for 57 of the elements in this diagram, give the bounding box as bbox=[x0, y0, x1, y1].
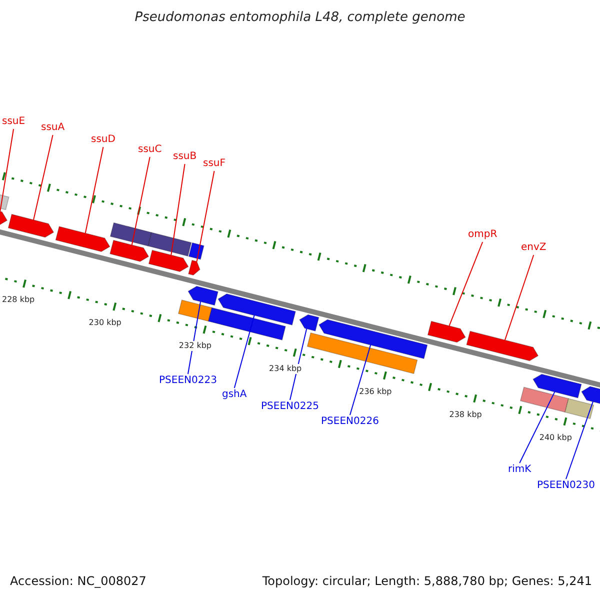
gene-label: ssuB bbox=[173, 151, 197, 163]
leader-line bbox=[234, 314, 255, 388]
gene-label: PSEEN0223 bbox=[159, 375, 217, 387]
accession-text: Accession: NC_008027 bbox=[10, 574, 146, 588]
gene-label: gshA bbox=[222, 389, 247, 401]
leader-line bbox=[448, 242, 484, 326]
gene-label: PSEEN0230 bbox=[537, 480, 595, 492]
gene-label: ssuE bbox=[2, 116, 26, 128]
feature-bar bbox=[520, 386, 569, 413]
gene-block bbox=[110, 240, 150, 262]
gene-block bbox=[318, 319, 428, 360]
gene-label: ssuA bbox=[41, 122, 65, 134]
scale-label: 230 kbp bbox=[88, 318, 122, 328]
gene-label: envZ bbox=[521, 242, 546, 254]
gene-block bbox=[218, 293, 296, 326]
leader-line bbox=[349, 344, 372, 416]
gene-block bbox=[0, 208, 8, 226]
feature-bar bbox=[148, 232, 192, 257]
scale-label: 236 kbp bbox=[359, 387, 392, 398]
leader-line bbox=[84, 146, 104, 234]
leader-line bbox=[565, 401, 594, 480]
genome-info-text: Topology: circular; Length: 5,888,780 bp; Genes: 5,241 bbox=[262, 574, 592, 588]
gene-block bbox=[55, 226, 110, 252]
gene-block bbox=[188, 260, 200, 276]
leader-line bbox=[0, 128, 14, 212]
gene-block bbox=[299, 314, 320, 332]
feature-bar bbox=[564, 398, 594, 420]
leader-line bbox=[504, 254, 534, 341]
leader-line bbox=[196, 170, 215, 262]
feature-bar bbox=[306, 332, 418, 374]
gene-block bbox=[466, 330, 539, 362]
gene-label: PSEEN0226 bbox=[321, 416, 379, 428]
leader-line bbox=[519, 391, 556, 464]
feature-bar bbox=[178, 300, 212, 322]
title: Pseudomonas entomophila L48, complete genome bbox=[134, 10, 466, 25]
scale-label: 228 kbp bbox=[2, 295, 35, 306]
leader-line bbox=[131, 156, 150, 246]
scale-label: 240 kbp bbox=[539, 433, 572, 444]
leader-line bbox=[170, 164, 186, 256]
gene-label: ssuF bbox=[203, 158, 226, 170]
gene-label: ssuD bbox=[91, 134, 116, 146]
feature-bar bbox=[110, 222, 152, 246]
gene-block bbox=[581, 386, 600, 406]
gene-label: ssuC bbox=[138, 144, 162, 156]
gene-label: PSEEN0225 bbox=[261, 401, 319, 413]
feature-bar bbox=[208, 307, 286, 340]
scale-label: 234 kbp bbox=[269, 364, 302, 374]
gene-label: ompR bbox=[468, 229, 498, 241]
scale-label: 232 kbp bbox=[178, 341, 212, 352]
feature-bar bbox=[188, 242, 204, 260]
gene-block bbox=[188, 286, 218, 306]
leader-line bbox=[187, 301, 201, 374]
leader-line bbox=[289, 328, 308, 400]
gene-block bbox=[427, 320, 466, 343]
scale-label: 238 kbp bbox=[449, 410, 482, 420]
gene-label: rimK bbox=[508, 464, 532, 476]
leader-line bbox=[33, 134, 54, 220]
